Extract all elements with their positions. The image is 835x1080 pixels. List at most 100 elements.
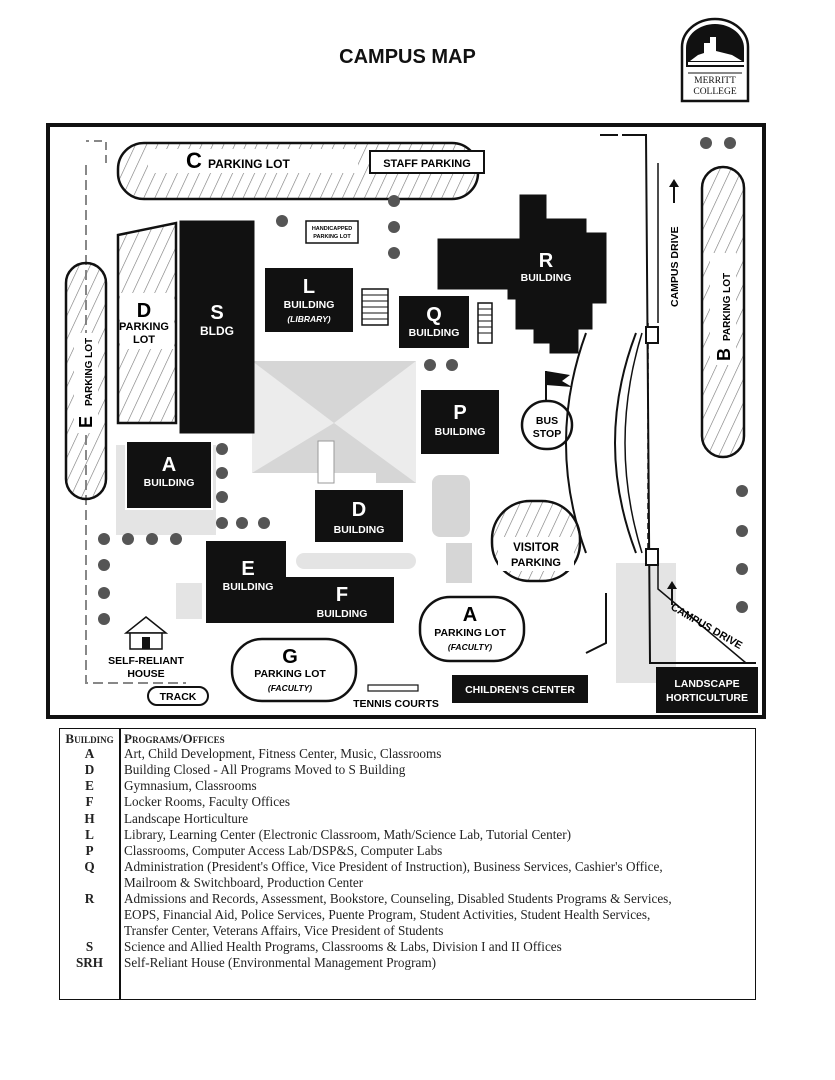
handicapped-label-2: PARKING LOT bbox=[313, 234, 351, 240]
bus-stop bbox=[520, 399, 574, 451]
logo-line-2: COLLEGE bbox=[693, 87, 736, 97]
logo-line-1: MERRITT bbox=[694, 76, 736, 86]
l-building-label: BUILDING bbox=[284, 299, 335, 311]
legend-code: E bbox=[85, 778, 94, 794]
srh-label-1: SELF-RELIANT bbox=[108, 655, 184, 667]
d-lot-letter: D bbox=[137, 300, 151, 322]
staff-parking-label: STAFF PARKING bbox=[383, 158, 471, 170]
legend-code: Q bbox=[84, 858, 95, 874]
p-building bbox=[419, 388, 501, 456]
visitor-parking-label-1: VISITOR bbox=[513, 542, 559, 554]
p-building-letter: P bbox=[453, 402, 466, 424]
tennis-courts-label: TENNIS COURTS bbox=[353, 698, 439, 710]
a-building bbox=[125, 440, 213, 510]
legend-description: EOPS, Financial Aid, Police Services, Pu… bbox=[124, 907, 651, 923]
e-f-building bbox=[206, 541, 394, 623]
track-label: TRACK bbox=[160, 691, 197, 703]
legend-description: Art, Child Development, Fitness Center, … bbox=[124, 746, 442, 762]
page-title: CAMPUS MAP bbox=[339, 46, 476, 68]
p-building-label: BUILDING bbox=[435, 426, 486, 438]
legend-description: Self-Reliant House (Environmental Manage… bbox=[124, 955, 437, 971]
bus-stop-label-2: STOP bbox=[533, 428, 561, 440]
plaza-patch bbox=[432, 475, 470, 537]
q-building-label: BUILDING bbox=[409, 327, 460, 339]
b-lot-label: PARKING LOT bbox=[722, 273, 733, 341]
legend-description: Transfer Center, Veterans Affairs, Vice … bbox=[124, 923, 444, 939]
s-building-label: BLDG bbox=[200, 324, 234, 338]
legend-code: H bbox=[84, 810, 95, 826]
merritt-college-logo: MERRITT COLLEGE bbox=[680, 17, 750, 103]
b-lot-letter: B bbox=[714, 348, 734, 361]
bus-stop-label-1: BUS bbox=[536, 415, 558, 427]
legend-description: Library, Learning Center (Electronic Cla… bbox=[124, 826, 572, 842]
d-lot-label-2: LOT bbox=[133, 334, 155, 346]
campus-map: C PARKING LOT STAFF PARKING HANDICAPPED … bbox=[46, 123, 766, 719]
srh-label-2: HOUSE bbox=[127, 668, 164, 680]
legend-header-building: Building bbox=[65, 731, 114, 746]
legend-code: P bbox=[85, 842, 94, 858]
track bbox=[147, 686, 209, 706]
legend-code: D bbox=[84, 762, 95, 778]
e-lot-letter: E bbox=[76, 416, 96, 428]
d-building-letter: D bbox=[352, 499, 366, 521]
flag-icon bbox=[546, 371, 572, 387]
g-lot-sub: (FACULTY) bbox=[268, 683, 312, 693]
q-building bbox=[397, 294, 471, 350]
legend-description: Gymnasium, Classrooms bbox=[124, 778, 257, 794]
g-lot-label: PARKING LOT bbox=[254, 668, 326, 680]
legend-code: L bbox=[85, 826, 94, 842]
g-parking-lot bbox=[230, 637, 358, 703]
landscape-horticulture bbox=[656, 667, 758, 713]
s-building bbox=[179, 220, 255, 434]
f-building-label: BUILDING bbox=[317, 608, 368, 620]
l-building bbox=[263, 266, 355, 334]
a-building-label: BUILDING bbox=[144, 477, 195, 489]
legend-code: A bbox=[84, 746, 95, 762]
a-lot-label: PARKING LOT bbox=[434, 627, 506, 639]
a-building-letter: A bbox=[162, 454, 176, 476]
legend-code: R bbox=[84, 891, 95, 906]
d-lot-label-1: PARKING bbox=[119, 321, 169, 333]
e-building-label: BUILDING bbox=[223, 581, 274, 593]
landscape-label-1: LANDSCAPE bbox=[674, 678, 739, 690]
a-lot-sub: (FACULTY) bbox=[448, 642, 492, 652]
d-building bbox=[313, 488, 405, 544]
l-building-letter: L bbox=[303, 276, 315, 298]
visitor-parking-label-2: PARKING bbox=[511, 557, 561, 569]
e-lot-label: PARKING LOT bbox=[84, 338, 95, 406]
g-lot-letter: G bbox=[282, 646, 298, 668]
campus-drive-label-1: CAMPUS DRIVE bbox=[669, 226, 681, 307]
legend-description: Classrooms, Computer Access Lab/DSP&S, C… bbox=[124, 842, 443, 858]
landscape-label-2: HORTICULTURE bbox=[666, 692, 748, 704]
d-building-label: BUILDING bbox=[334, 524, 385, 536]
childrens-center-label: CHILDREN'S CENTER bbox=[465, 684, 575, 696]
a-parking-lot bbox=[418, 595, 526, 663]
handicapped-label-1: HANDICAPPED bbox=[312, 226, 352, 232]
r-building bbox=[437, 194, 607, 354]
legend-code: S bbox=[85, 939, 94, 955]
legend-description: Landscape Horticulture bbox=[124, 810, 249, 826]
e-building-letter: E bbox=[241, 558, 254, 580]
legend-description: Locker Rooms, Faculty Offices bbox=[124, 794, 291, 810]
tree-icons bbox=[98, 137, 748, 625]
house-icon bbox=[123, 616, 169, 650]
staff-parking-sign bbox=[369, 150, 485, 174]
r-building-label: BUILDING bbox=[521, 272, 572, 284]
legend-header-programs: Programs/Offices bbox=[124, 731, 225, 746]
legend-description: Science and Allied Health Programs, Clas… bbox=[124, 939, 562, 955]
s-building-letter: S bbox=[210, 302, 223, 324]
a-lot-letter: A bbox=[463, 604, 477, 626]
childrens-center bbox=[452, 675, 588, 703]
legend-description: Administration (President's Office, Vice… bbox=[124, 858, 663, 874]
l-building-sub: (LIBRARY) bbox=[287, 314, 330, 324]
handicapped-lot bbox=[305, 220, 359, 244]
legend-description: Admissions and Records, Assessment, Book… bbox=[124, 891, 672, 906]
c-lot-label: PARKING LOT bbox=[208, 157, 290, 171]
legend-description: Mailroom & Switchboard, Production Cente… bbox=[124, 874, 364, 890]
q-building-letter: Q bbox=[426, 304, 442, 326]
f-building-letter: F bbox=[336, 584, 348, 606]
legend-code: SRH bbox=[75, 955, 104, 971]
r-building-letter: R bbox=[539, 250, 554, 272]
legend-code: F bbox=[85, 794, 94, 810]
